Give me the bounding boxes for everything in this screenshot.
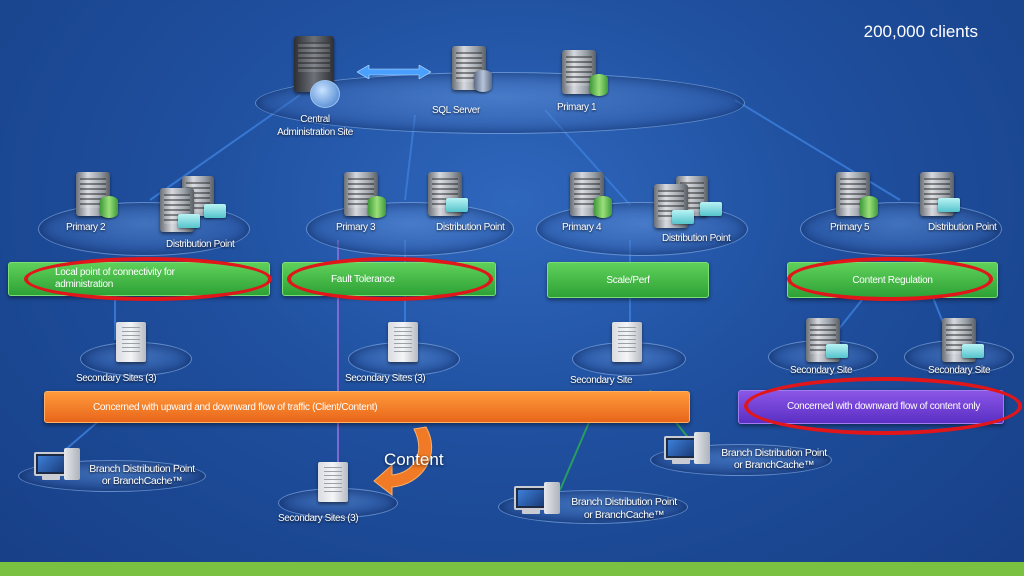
highlight-ring-local (24, 257, 272, 301)
client-count: 200,000 clients (863, 22, 978, 41)
sec-p3-label: Secondary Sites (3) (345, 373, 426, 384)
dp5-folder-icon (938, 198, 960, 212)
dp4-label: Distribution Point (662, 233, 731, 244)
bar-scale-perf: Scale/Perf (547, 262, 709, 298)
dp2-folder2-icon (204, 204, 226, 218)
highlight-ring-downward (744, 377, 1022, 435)
primary4-label: Primary 4 (562, 222, 602, 233)
branch2-computer-icon (664, 432, 714, 466)
dp3-server-icon (428, 172, 462, 216)
primary5-label: Primary 5 (830, 222, 870, 233)
sec-p4-label: Secondary Site (570, 375, 633, 386)
primary2-server-icon (76, 172, 110, 216)
sec-bottom-label: Secondary Sites (3) (278, 513, 359, 524)
sec-p2-label: Secondary Sites (3) (76, 373, 157, 384)
primary4-db-icon (594, 196, 612, 218)
branch3-computer-icon (514, 482, 564, 516)
content-label: Content (384, 450, 444, 469)
top-tier-ellipse (255, 72, 745, 134)
branch2-label: Branch Distribution Point or BranchCache… (721, 447, 827, 471)
bar-traffic-flow: Concerned with upward and downward flow … (44, 391, 690, 423)
sec-p3-server-icon (388, 322, 418, 362)
branch1-computer-icon (34, 448, 84, 482)
sql-label: SQL Server (432, 105, 480, 116)
database-icon (474, 70, 492, 92)
sec-p5a-folder-icon (826, 344, 848, 358)
bar-scale-perf-text: Scale/Perf (606, 274, 650, 286)
primary1-db-icon (590, 74, 608, 96)
dp4-folder-icon (672, 210, 694, 224)
globe-icon (310, 80, 340, 108)
link-branch3 (559, 419, 591, 491)
primary3-db-icon (368, 196, 386, 218)
highlight-ring-content-reg (787, 257, 993, 301)
dp3-folder-icon (446, 198, 468, 212)
primary1-label: Primary 1 (557, 102, 597, 113)
primary5-db-icon (860, 196, 878, 218)
branch3-label: Branch Distribution Point or BranchCache… (571, 496, 677, 521)
primary2-db-icon (100, 196, 118, 218)
sec-p2-server-icon (116, 322, 146, 362)
branch1-label: Branch Distribution Point or BranchCache… (89, 463, 195, 487)
dp2-label: Distribution Point (166, 239, 235, 250)
cas-label: Central Administration Site (277, 114, 353, 138)
link-cas-p5 (734, 99, 901, 201)
link-branch1 (64, 419, 101, 451)
double-arrow-icon (357, 65, 431, 79)
primary3-label: Primary 3 (336, 222, 376, 233)
dp3-label: Distribution Point (436, 222, 505, 233)
dp5-label: Distribution Point (928, 222, 997, 233)
highlight-ring-fault (287, 257, 493, 301)
primary2-label: Primary 2 (66, 222, 106, 233)
primary5-ellipse (800, 202, 1002, 256)
dp4-folder2-icon (700, 202, 722, 216)
sec-bottom-server-icon (318, 462, 348, 502)
sec-p5b-label: Secondary Site (928, 365, 991, 376)
bottom-accent-strip (0, 562, 1024, 576)
sec-p4-server-icon (612, 322, 642, 362)
primary3-ellipse (306, 202, 514, 256)
sec-p5b-folder-icon (962, 344, 984, 358)
bar-traffic-flow-text: Concerned with upward and downward flow … (93, 401, 378, 413)
content-flow-arrow-icon (373, 426, 432, 497)
dp2-folder-icon (178, 214, 200, 228)
sec-p5a-label: Secondary Site (790, 365, 853, 376)
